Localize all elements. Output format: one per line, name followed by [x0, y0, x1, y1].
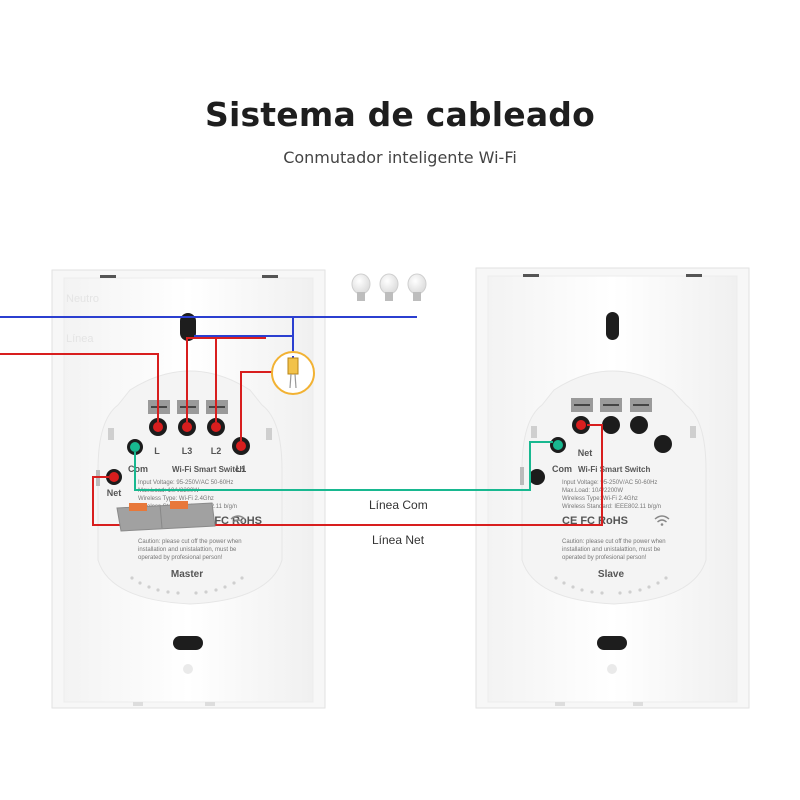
spec-line: Input Voltage: 95-250V/AC 50-60Hz [138, 480, 233, 486]
green-com-wire [134, 441, 553, 491]
terminal-label-net: Net [107, 488, 122, 498]
terminal-label-l3: L3 [182, 446, 193, 456]
caution-line: operated by profesional person! [562, 555, 647, 561]
terminal-label-l1: L1 [236, 464, 247, 474]
linea-label: Línea [66, 333, 94, 345]
terminal-label-com: Com [552, 464, 572, 474]
caution-line: operated by profesional person! [138, 555, 223, 561]
terminal-label-l: L [154, 446, 160, 456]
mount-slot [173, 636, 203, 650]
light-bulb-icon [407, 273, 427, 301]
caution-line: installation and unistalattion, must be [138, 547, 237, 553]
module-name-master: Master [171, 569, 203, 580]
terminal-screws [571, 398, 652, 412]
caution-line: Caution: please cut off the power when [138, 539, 242, 545]
wifi-icon [654, 515, 670, 526]
mount-slot [606, 312, 619, 340]
terminal-label-com: Com [128, 464, 148, 474]
terminal-label-net: Net [578, 448, 593, 458]
terminal-l-dot [153, 422, 163, 432]
module-name-slave: Slave [598, 569, 625, 580]
red-wires [0, 337, 603, 526]
spec-line: Wireless Type: Wi-Fi 2.4Ghz [562, 496, 638, 502]
spec-line: Max.Load: 10A/2200W [562, 488, 623, 494]
terminal-com-dot [130, 442, 140, 452]
caution-line: installation and unistalattion, must be [562, 547, 661, 553]
product-name: Wi-Fi Smart Switch [172, 465, 244, 474]
terminal-net-dot [576, 420, 586, 430]
master-module [97, 370, 283, 605]
light-bulb-icon [351, 273, 371, 301]
terminal-l1-dot [236, 441, 246, 451]
terminal-l2-dot [211, 422, 221, 432]
terminal-net-dot [109, 472, 119, 482]
vent-holes [130, 576, 244, 595]
slave-switch: Net Com Wi-Fi Smart Switch Input Voltage… [475, 267, 750, 709]
terminal-com-dot [553, 440, 563, 450]
light-bulb-icon [379, 273, 399, 301]
vent-holes [554, 576, 668, 595]
product-name: Wi-Fi Smart Switch [578, 465, 650, 474]
caution-line: Caution: please cut off the power when [562, 539, 666, 545]
linea-com-label: Línea Com [369, 498, 428, 512]
mount-slot [597, 636, 627, 650]
terminal-l3-dot [182, 422, 192, 432]
page-title: Sistema de cableado [204, 95, 596, 134]
wire-connector-icon [116, 501, 216, 532]
spec-line: Wireless Standard: IEEE802.11 b/g/n [562, 504, 661, 510]
spec-line: Input Voltage: 95-250V/AC 50-60Hz [562, 480, 657, 486]
terminal-label-l2: L2 [211, 446, 222, 456]
capacitor-icon [271, 351, 315, 395]
linea-net-label: Línea Net [372, 533, 425, 547]
neutro-label: Neutro [66, 293, 99, 305]
page-subtitle: Conmutador inteligente Wi-Fi [283, 148, 517, 167]
mount-slot [180, 313, 196, 341]
spec-line: Wireless Type: Wi-Fi 2.4Ghz [138, 496, 214, 502]
